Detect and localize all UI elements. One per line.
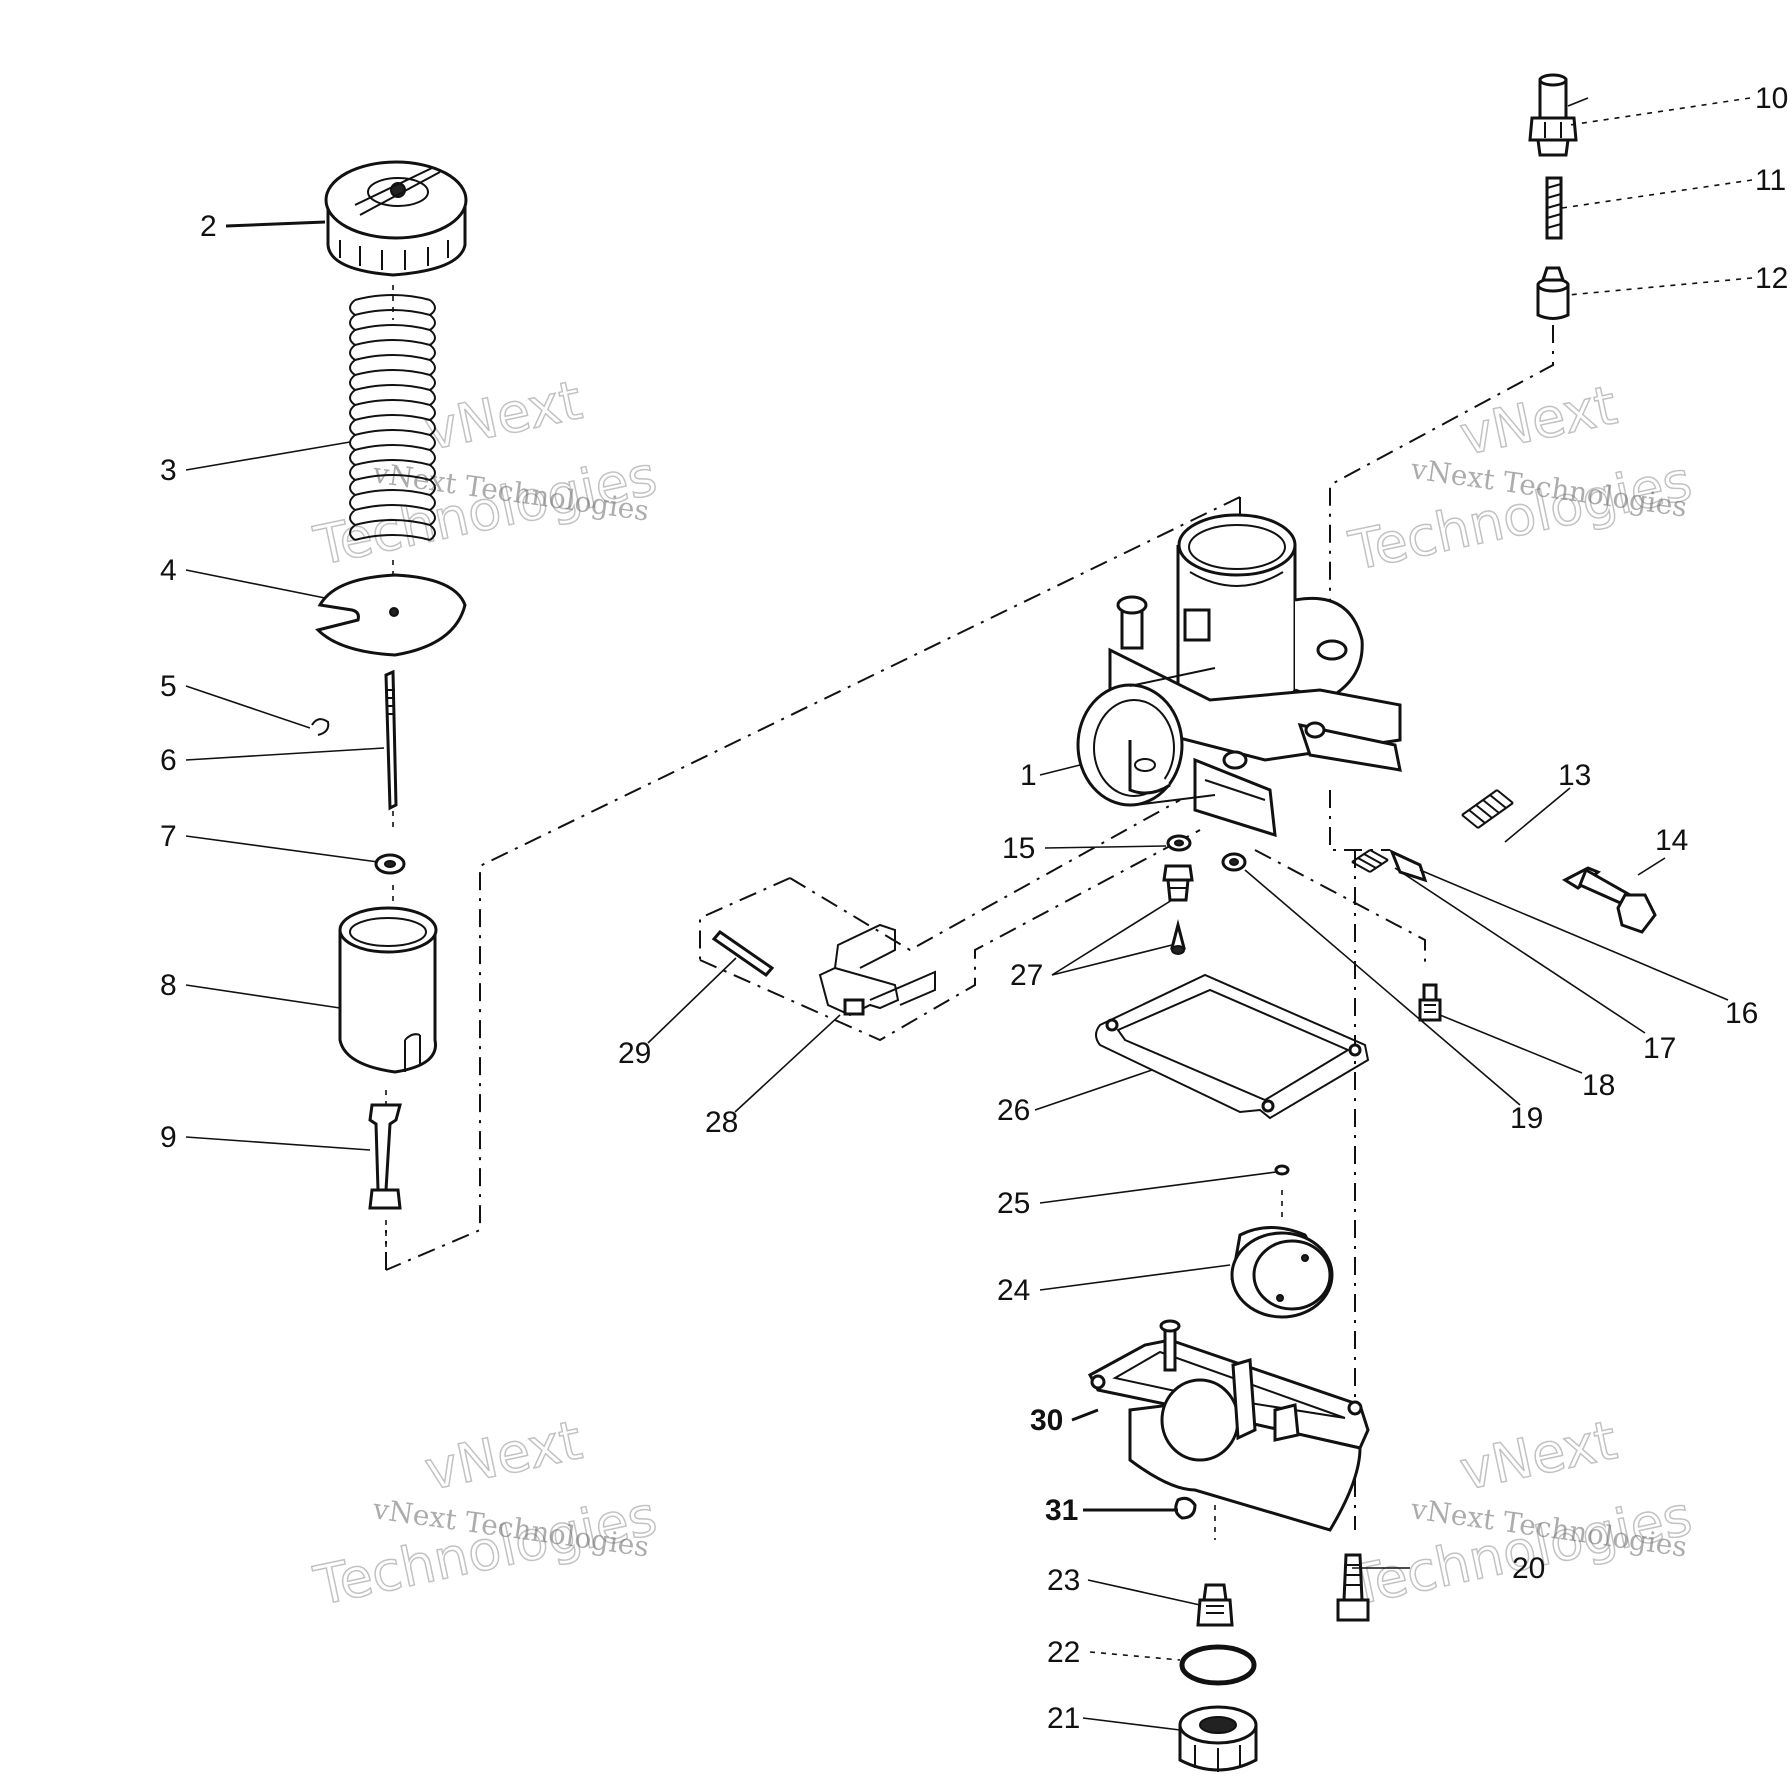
callout-12: 12 [1755,262,1788,295]
part-float-arm-pin [711,929,775,978]
callout-1: 1 [1020,759,1037,792]
watermark-bottom-right: vNext Technologies vNext Technologies [1343,1408,1698,1619]
part-float-gasket [1095,973,1370,1120]
callout-20: 20 [1512,1552,1545,1585]
part-bowl-plug [1178,1705,1258,1772]
callout-labels: 2 3 4 5 6 7 8 9 10 11 12 1 13 14 15 16 1… [160,82,1788,1735]
part-needle-valve [1162,864,1194,955]
callout-13: 13 [1558,759,1591,792]
callout-28: 28 [705,1106,738,1139]
part-main-washer [1221,852,1247,872]
part-pilot-spring [1545,176,1563,240]
part-float-bowl [1087,1319,1370,1532]
callout-7: 7 [160,820,177,853]
callout-21: 21 [1047,1702,1080,1735]
callout-26: 26 [997,1094,1030,1127]
part-drain-tube [1174,1496,1197,1520]
callout-11: 11 [1755,164,1786,197]
watermark-big-vnext: vNext [420,1408,587,1502]
part-needle-jet [368,1103,402,1210]
part-cap [324,160,468,277]
callout-8: 8 [160,969,177,1002]
part-spring [349,294,436,541]
part-o-ring [1179,1644,1257,1686]
callout-31: 31 [1045,1494,1078,1527]
callout-15: 15 [1002,832,1035,865]
watermark-top-right: vNext Technologies vNext Technologies [1343,373,1698,584]
callout-3: 3 [160,454,177,487]
callout-29: 29 [618,1037,651,1070]
part-carburetor-body [1076,513,1402,838]
callout-18: 18 [1582,1069,1615,1102]
callout-24: 24 [997,1274,1030,1307]
watermark-top-left: vNext Technologies vNext Technologies [308,368,663,579]
part-idle-screw [1561,866,1657,934]
callout-14: 14 [1655,824,1688,857]
part-needle-washer [374,853,406,875]
callout-9: 9 [160,1121,177,1154]
watermark-big-vnext: vNext [1455,373,1622,467]
part-small-washer [1166,834,1192,852]
part-main-jet [1418,983,1442,1022]
callout-19: 19 [1510,1102,1543,1135]
callout-27: 27 [1010,959,1043,992]
callout-2: 2 [200,210,217,243]
callout-leader-lines [185,97,1753,1731]
callout-10: 10 [1755,82,1788,115]
part-throttle-slide [338,906,438,1074]
callout-5: 5 [160,670,177,703]
callout-16: 16 [1725,997,1758,1030]
part-idle-spring [1461,789,1514,829]
part-bowl-screw [1336,1553,1370,1622]
callout-4: 4 [160,554,177,587]
callout-25: 25 [997,1187,1030,1220]
watermark-bottom-left: vNext Technologies vNext Technologies [308,1408,663,1619]
callout-22: 22 [1047,1636,1080,1669]
part-retainer-plate [315,573,467,657]
watermark-big-vnext: vNext [1455,1408,1622,1502]
part-jet-needle [384,669,398,811]
part-float-pin [1274,1164,1290,1176]
callout-30: 30 [1030,1404,1063,1437]
part-drain-screw [1196,1583,1234,1627]
callout-23: 23 [1047,1564,1080,1597]
part-float [1230,1226,1334,1319]
part-pilot-screw [1536,266,1570,320]
part-float-arm [818,923,936,1017]
part-air-fitting [1528,73,1578,157]
part-clip [311,718,330,736]
part-air-screw [1351,849,1428,883]
watermark-big-vnext: vNext [420,368,587,462]
callout-17: 17 [1643,1032,1676,1065]
callout-6: 6 [160,744,177,777]
